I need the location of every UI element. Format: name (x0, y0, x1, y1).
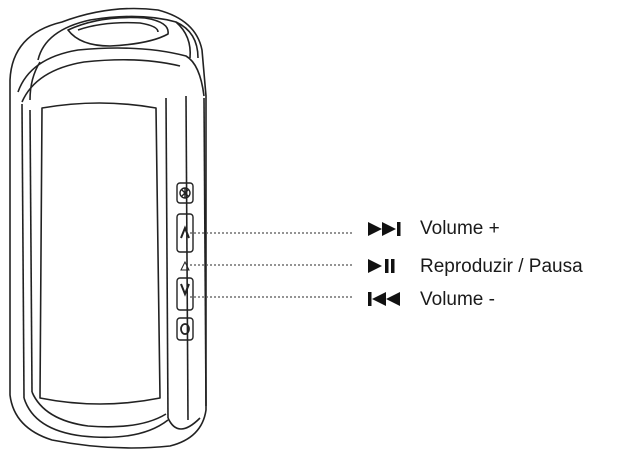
bluetooth-button[interactable] (176, 182, 194, 204)
skip-forward-icon (368, 222, 401, 236)
play-pause-icon (368, 259, 395, 273)
power-icon (180, 323, 190, 335)
bluetooth-icon (179, 187, 191, 199)
volume-up-button[interactable] (176, 213, 194, 253)
legend-label-volume-down: Volume - (420, 289, 495, 310)
power-button[interactable] (176, 317, 194, 341)
speaker-body (9, 7, 207, 449)
triangle-icon (180, 260, 190, 271)
chevron-up-icon (180, 225, 190, 239)
legend-label-play-pause: Reproduzir / Pausa (420, 256, 583, 277)
volume-down-button[interactable] (176, 277, 194, 311)
leader-lines (190, 232, 352, 298)
chevron-down-icon (180, 283, 190, 297)
skip-back-icon (368, 292, 400, 306)
legend-label-volume-up: Volume + (420, 218, 500, 239)
play-pause-button[interactable] (180, 260, 190, 271)
